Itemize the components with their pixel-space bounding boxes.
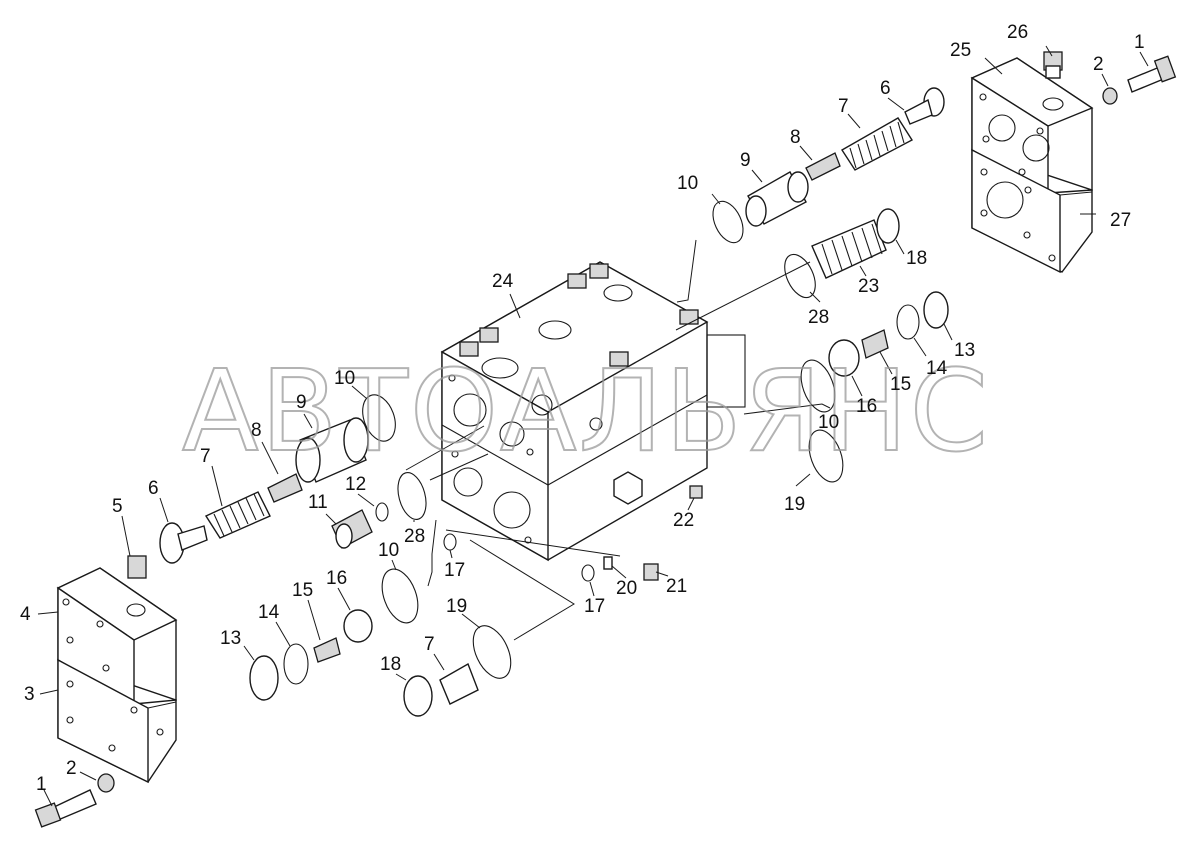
oring-10-right: [800, 359, 836, 413]
callout-8: 8: [251, 420, 262, 441]
callout-24: 24: [492, 271, 514, 292]
callout-8: 8: [790, 127, 801, 148]
oring-19-right: [808, 429, 844, 483]
leader-lines: [37, 45, 1149, 807]
seat-16-right: [828, 339, 860, 377]
plug-21: [643, 563, 659, 581]
callout-2: 2: [66, 758, 77, 779]
spring-8-top: [805, 152, 841, 181]
callout-28: 28: [808, 307, 829, 328]
cover-plate-27: [971, 148, 1093, 274]
callout-15: 15: [292, 580, 313, 601]
spring-15-right: [861, 329, 889, 359]
callout-7: 7: [838, 96, 849, 117]
washer-18-lower: [403, 675, 433, 717]
spool-9-left: [295, 417, 369, 483]
spool-9-top: [745, 171, 809, 227]
callout-28: 28: [404, 526, 425, 547]
spring-7-lower: [439, 662, 479, 705]
callout-17: 17: [584, 596, 605, 617]
callout-13: 13: [954, 340, 975, 361]
oring-10-top: [712, 200, 744, 244]
oring-19-lower: [472, 625, 512, 679]
callout-5: 5: [112, 496, 123, 517]
callout-7: 7: [424, 634, 435, 655]
callout-1: 1: [36, 774, 47, 795]
cover-plate-3: [57, 658, 177, 784]
callout-11: 11: [308, 492, 328, 513]
plug-11: [331, 509, 373, 549]
callout-22: 22: [673, 510, 694, 531]
cap-13-left: [249, 655, 279, 701]
callout-labels: 26 25 1 2 6 7 8 9 10 27 18 23 28 24 13 1…: [20, 22, 1145, 795]
callout-3: 3: [24, 684, 35, 705]
cover-plate-25: [970, 57, 1094, 195]
spring-23: [811, 219, 887, 279]
callout-18: 18: [906, 248, 927, 269]
callout-7: 7: [200, 446, 211, 467]
bolt-1-bottom: [34, 789, 97, 828]
callout-19: 19: [784, 494, 805, 515]
cap-6-left: [159, 522, 208, 564]
callout-25: 25: [950, 40, 971, 61]
callout-6: 6: [148, 478, 159, 499]
callout-9: 9: [296, 392, 307, 413]
callout-2: 2: [1093, 54, 1104, 75]
callout-10: 10: [677, 173, 698, 194]
oring-10-left: [362, 394, 396, 442]
plug-26: [1043, 51, 1063, 79]
callout-16: 16: [326, 568, 347, 589]
callout-1: 1: [1134, 32, 1145, 53]
oring-28-top: [784, 253, 816, 299]
washer-2-top: [1102, 87, 1118, 105]
callout-9: 9: [740, 150, 751, 171]
callout-10: 10: [334, 368, 355, 389]
valve-body-24: [440, 261, 746, 562]
ring-17-b: [581, 564, 595, 582]
ring-12: [375, 502, 389, 522]
clip-14-left: [283, 643, 309, 685]
washer-2-bottom: [97, 773, 115, 793]
callout-10: 10: [378, 540, 399, 561]
callout-18: 18: [380, 654, 401, 675]
callout-12: 12: [345, 474, 366, 495]
callout-21: 21: [666, 576, 687, 597]
callout-13: 13: [220, 628, 241, 649]
plug-22: [689, 485, 703, 499]
bolt-1-top: [1127, 55, 1177, 93]
callout-14: 14: [258, 602, 280, 623]
callout-20: 20: [616, 578, 637, 599]
oring-10-lower: [381, 568, 419, 624]
callout-16: 16: [856, 396, 877, 417]
callout-4: 4: [20, 604, 31, 625]
ring-17-a: [443, 533, 457, 551]
callout-23: 23: [858, 276, 879, 297]
callout-19: 19: [446, 596, 467, 617]
callout-15: 15: [890, 374, 911, 395]
spring-7-top: [841, 117, 913, 171]
pin-20: [603, 556, 613, 570]
washer-18-top: [876, 208, 900, 244]
spring-15-left: [313, 637, 341, 663]
callout-17: 17: [444, 560, 465, 581]
spring-8-left: [267, 473, 303, 503]
oring-28-left: [397, 472, 427, 520]
clip-14-right: [896, 304, 920, 340]
callout-26: 26: [1007, 22, 1028, 43]
callout-6: 6: [880, 78, 891, 99]
cap-6-top: [904, 87, 945, 125]
watermark-text: АВТОАЛЬЯНС: [182, 347, 990, 477]
callout-10: 10: [818, 412, 839, 433]
seat-16-left: [343, 609, 373, 643]
cap-13-right: [923, 291, 949, 329]
callout-14: 14: [926, 358, 948, 379]
plug-5: [127, 555, 147, 579]
callout-27: 27: [1110, 210, 1131, 231]
spring-7-left: [204, 491, 271, 539]
